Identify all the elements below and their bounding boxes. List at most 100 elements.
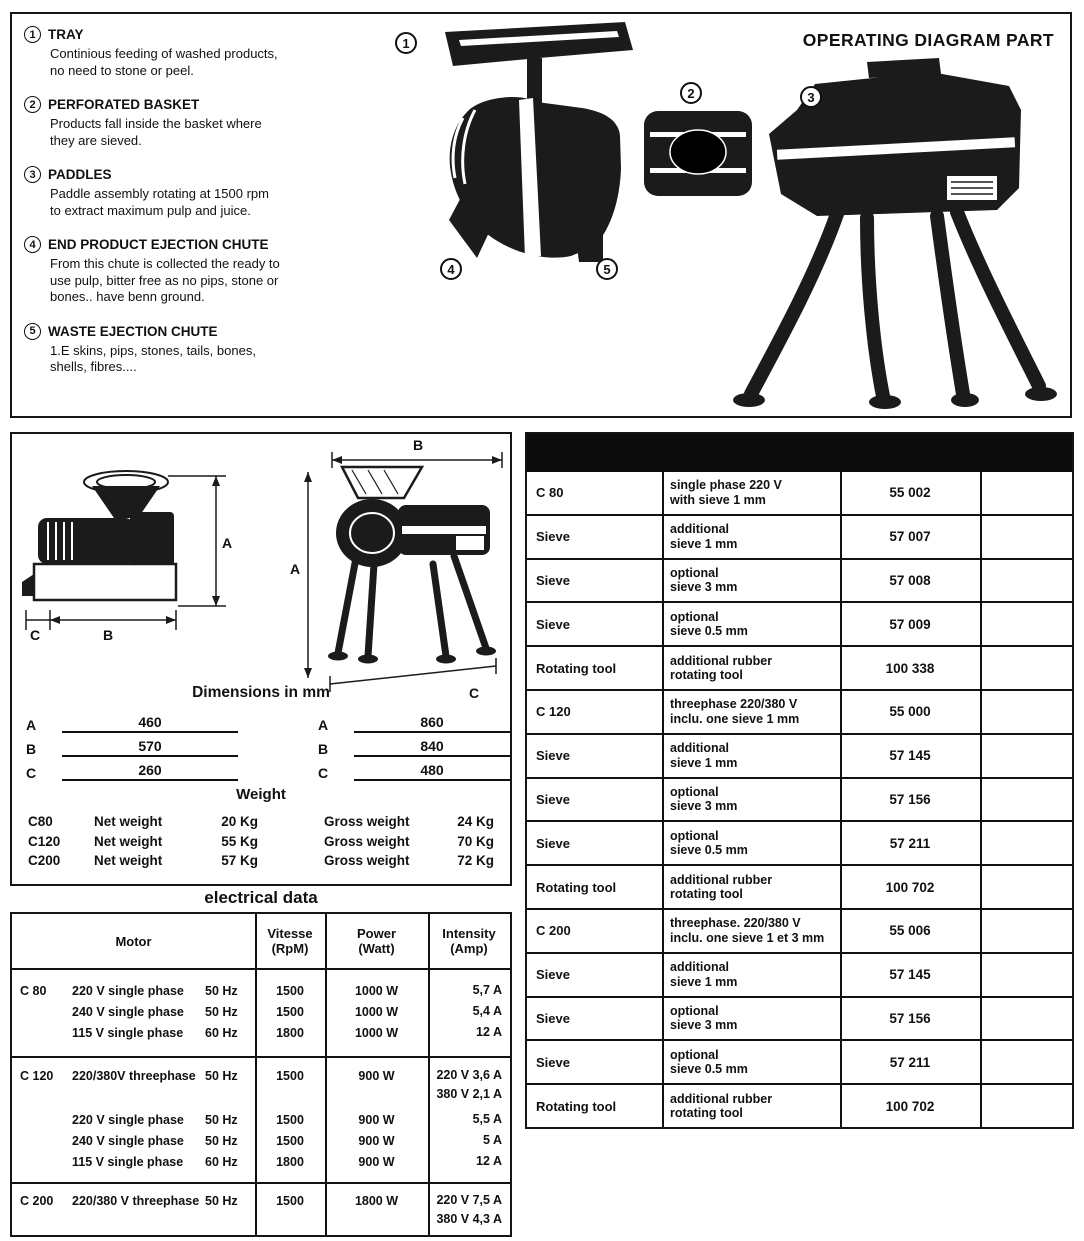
legend-item-product-chute: 4 END PRODUCT EJECTION CHUTE From this c… bbox=[24, 236, 354, 306]
part-ref: 100 702 bbox=[885, 1098, 935, 1114]
dimension-row: B 840 bbox=[318, 738, 510, 757]
part-ref: 55 000 bbox=[889, 704, 931, 720]
part-item: C 200 bbox=[536, 923, 571, 939]
part-desc: threephase 220/380 V inclu. one sieve 1 … bbox=[670, 697, 800, 726]
dim-letter: B bbox=[26, 741, 37, 757]
part-desc: optional sieve 3 mm bbox=[670, 1003, 738, 1033]
weight-model: C80 bbox=[28, 814, 53, 829]
rpm-value: 1500 bbox=[276, 1069, 304, 1083]
part-ref: 57 145 bbox=[889, 748, 931, 764]
item-1-number-icon: 1 bbox=[24, 26, 41, 43]
rpm-value: 1500 bbox=[276, 1113, 304, 1127]
weight-title: Weight bbox=[236, 786, 286, 803]
part-desc: additional rubber rotating tool bbox=[670, 653, 773, 683]
part-item: Sieve bbox=[536, 835, 570, 851]
weight-table: C80 Net weight 20 Kg Gross weight 24 Kg … bbox=[12, 814, 510, 873]
part-desc: threephase. 220/380 V inclu. one sieve 1… bbox=[670, 916, 825, 945]
power-value: 1000 W bbox=[354, 984, 399, 998]
diagram-callout-1: 1 bbox=[395, 32, 417, 54]
motor-desc: 240 V single phase bbox=[72, 1005, 184, 1019]
part-desc: single phase 220 V with sieve 1 mm bbox=[670, 478, 782, 507]
rpm-value: 1800 bbox=[276, 1155, 304, 1169]
rpm-value: 1500 bbox=[276, 984, 304, 998]
part-extra bbox=[980, 516, 1072, 558]
table-row: Sieve optional sieve 0.5 mm 57 009 bbox=[527, 601, 1072, 645]
item-5-number-icon: 5 bbox=[24, 322, 41, 340]
motor-hz: 60 Hz bbox=[205, 1155, 238, 1169]
part-item: C 120 bbox=[536, 704, 571, 720]
header-motor: Motor bbox=[115, 933, 152, 949]
motor-desc: 220/380V threephase bbox=[72, 1069, 196, 1083]
power-value: 1000 W bbox=[354, 1026, 399, 1040]
part-extra bbox=[980, 998, 1072, 1040]
motor-hz: 50 Hz bbox=[205, 1134, 238, 1148]
amp-value: 5,7 A bbox=[472, 983, 502, 997]
part-item: Sieve bbox=[536, 572, 570, 588]
amp-value: 220 V 3,6 A 380 V 2,1 A bbox=[436, 1068, 502, 1101]
dim-value: 480 bbox=[354, 762, 510, 781]
dimensions-list-right: A 860 B 840 C 480 bbox=[318, 714, 510, 786]
part-ref: 100 338 bbox=[885, 660, 935, 676]
diagram-callout-3: 3 bbox=[800, 86, 822, 108]
part-extra bbox=[980, 691, 1072, 733]
part-ref: 55 002 bbox=[889, 485, 931, 501]
table-divider bbox=[255, 914, 257, 1235]
power-value: 900 W bbox=[358, 1134, 395, 1148]
parts-legend: 1 TRAY Continious feeding of washed prod… bbox=[24, 26, 354, 393]
table-row: Sieve additional sieve 1 mm 57 145 bbox=[527, 951, 1072, 996]
part-extra bbox=[980, 866, 1072, 908]
diagram-callout-5: 5 bbox=[596, 258, 618, 280]
part-extra bbox=[980, 910, 1072, 952]
part-desc: additional rubber rotating tool bbox=[670, 872, 773, 902]
legs-shape bbox=[744, 205, 1046, 403]
part-desc: optional sieve 3 mm bbox=[670, 784, 738, 814]
motor-desc: 115 V single phase bbox=[72, 1026, 184, 1040]
motor-body-shape bbox=[769, 58, 1021, 216]
weight-row-c120: C120 Net weight 55 Kg Gross weight 70 Kg bbox=[12, 834, 510, 854]
table-divider bbox=[662, 472, 664, 1127]
power-value: 900 W bbox=[358, 1113, 395, 1127]
header-intensity: Intensity (Amp) bbox=[442, 926, 496, 956]
part-extra bbox=[980, 1041, 1072, 1083]
diagram-callout-4: 4 bbox=[440, 258, 462, 280]
item-3-description: Paddle assembly rotating at 1500 rpm to … bbox=[50, 186, 269, 218]
dimension-row: A 860 bbox=[318, 714, 510, 733]
part-item: Sieve bbox=[536, 748, 570, 764]
dim-value: 260 bbox=[62, 762, 238, 781]
table-row: Sieve optional sieve 0.5 mm 57 211 bbox=[527, 820, 1072, 864]
dim-letter: A bbox=[318, 717, 329, 733]
net-weight-label: Net weight bbox=[94, 853, 163, 868]
table-divider bbox=[428, 914, 430, 1235]
dim-label-a: A bbox=[222, 535, 232, 551]
dim-letter: A bbox=[26, 717, 37, 733]
dim-label-a2: A bbox=[290, 561, 300, 577]
header-vitesse: Vitesse (RpM) bbox=[267, 926, 313, 956]
legend-item-paddles: 3 PADDLES Paddle assembly rotating at 15… bbox=[24, 166, 354, 219]
rpm-value: 1500 bbox=[276, 1194, 304, 1208]
part-ref: 57 009 bbox=[889, 616, 931, 632]
motor-model: C 120 bbox=[20, 1069, 54, 1083]
motor-desc: 220 V single phase bbox=[72, 1113, 184, 1127]
net-weight-value: 55 Kg bbox=[221, 833, 258, 849]
motor-hz: 50 Hz bbox=[205, 1069, 238, 1083]
gross-weight-value: 24 Kg bbox=[457, 814, 494, 829]
item-5-title: WASTE EJECTION CHUTE bbox=[48, 323, 218, 339]
motor-hz: 50 Hz bbox=[205, 1194, 238, 1208]
table-row: C 120 threephase 220/380 V inclu. one si… bbox=[527, 688, 1072, 733]
motor-desc: 115 V single phase bbox=[72, 1155, 184, 1169]
legend-item-waste-chute: 5 WASTE EJECTION CHUTE 1.E skins, pips, … bbox=[24, 322, 354, 376]
net-weight-value: 20 Kg bbox=[221, 814, 258, 829]
part-extra bbox=[980, 1085, 1072, 1127]
part-extra bbox=[980, 954, 1072, 996]
item-4-title: END PRODUCT EJECTION CHUTE bbox=[48, 237, 269, 252]
rpm-value: 1500 bbox=[276, 1005, 304, 1019]
operating-diagram-section: OPERATING DIAGRAM PART 1 TRAY Continious… bbox=[10, 12, 1072, 418]
motor-hz: 60 Hz bbox=[205, 1026, 238, 1040]
weight-model: C120 bbox=[28, 833, 61, 849]
motor-desc: 220 V single phase bbox=[72, 984, 184, 998]
